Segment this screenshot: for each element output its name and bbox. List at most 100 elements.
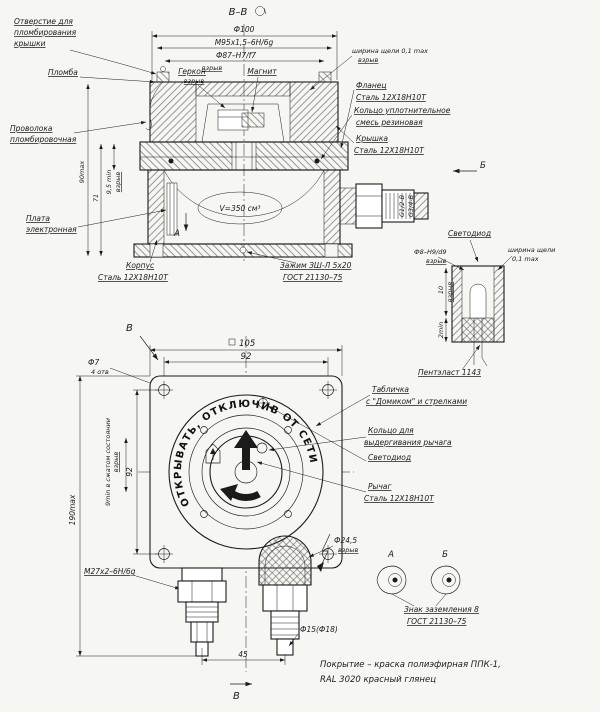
dim-95min: 9,5 min (105, 170, 113, 195)
seal-plomb (160, 66, 166, 72)
chamber-cavity (163, 169, 325, 217)
dim-g34: G3/4-B (407, 194, 415, 217)
dim-d24: Ф24,5 (334, 536, 357, 545)
coating-note-1: Покрытие – краска полиэфирная ППК-1, (320, 660, 501, 670)
callout-oring-2: смесь резиновая (356, 118, 423, 127)
seal-screw-left (156, 71, 170, 83)
sealing-wire (145, 81, 164, 130)
dim-slot2-1: ширина щели (508, 246, 555, 254)
dim-92v: 92 (125, 467, 134, 477)
dim-m27: М27х2–6Н/6g (84, 567, 136, 576)
callout-ring-2: выдергивания рычага (364, 438, 452, 447)
dim-d15: Ф15(Ф18) (300, 625, 338, 634)
lever-up-arrow (234, 430, 258, 470)
ground-sign-a (376, 565, 407, 595)
ground-clamp (239, 246, 247, 254)
dim-compressed: 9min в сжатом состоянии (104, 418, 112, 506)
dim-d7-note: 4 отв (91, 368, 109, 376)
callout-board-1: Плата (26, 214, 50, 223)
dim-d87: Ф87–Н7/f7 (216, 51, 256, 60)
dim-compressed-ex: взрыв (112, 452, 120, 473)
house-icon (205, 443, 221, 464)
view-bottom-label: В (233, 691, 240, 702)
dim-g12: G1/2-B (398, 194, 406, 217)
view-top-label: В (126, 323, 133, 334)
view-b-label: Б (480, 161, 486, 171)
dim-d8-ex: взрыв (426, 257, 447, 265)
callout-seal-hole-2: пломбирования (14, 28, 77, 37)
callouts-right: Геркон взрыв Магнит Фланец Сталь 12Х18Н1… (178, 67, 491, 282)
callout-lever-mat: Сталь 12Х18Н10Т (364, 494, 435, 503)
electronic-board (166, 182, 178, 236)
body-section: V=350 см³ А (147, 169, 341, 245)
callout-pentelast: Пентэласт 1143 (418, 368, 481, 377)
front-callouts: Табличка с "Домиком" и стрелками Кольцо … (256, 385, 467, 503)
face-plate (149, 375, 343, 569)
dim-volume: V=350 см³ (220, 204, 261, 213)
coating-note-2: RAL 3020 красный глянец (320, 675, 436, 685)
ground-sign-b (430, 565, 461, 595)
led-detail: 10 взрыв 2min Ф8–Н9/d9 взрыв ширина щели… (414, 246, 555, 377)
callout-gerkon-ex: взрыв (184, 77, 205, 85)
reed-dome (201, 103, 285, 143)
mounting-holes (155, 381, 337, 563)
section-view-b-b: В–В Ф100 М95х1,5–6Н/6g Ф87–Н7/f7 взрыв ш… (10, 6, 491, 282)
dim-71: 71 (92, 194, 100, 202)
callout-board-2: электронная (26, 225, 77, 234)
dim-slot-ex-note: взрыв (358, 56, 379, 64)
callout-led-front: Светодиод (368, 453, 411, 462)
dim-d87-ex-note: взрыв (202, 64, 223, 72)
callout-seal-hole-1: Отверстие для (14, 17, 73, 26)
callout-magnit: Магнит (247, 67, 277, 76)
dim-95min-ex-note: взрыв (114, 172, 122, 193)
callout-korpus: Корпус (126, 261, 155, 270)
dim-d100: Ф100 (234, 25, 255, 34)
dim-d24-ex: взрыв (338, 546, 359, 554)
callout-ground-1: Знак заземления 8 (404, 605, 479, 614)
dim-slot2-2: 0,1 max (512, 255, 539, 263)
callout-seal-hole-3: крышки (14, 39, 46, 48)
callout-kryshka-mat: Сталь 12Х18Н10Т (354, 146, 425, 155)
dim-105: 105 (239, 339, 255, 349)
cover-section (145, 66, 339, 143)
dim-d7: Ф7 (88, 358, 99, 367)
dim-d8: Ф8–Н9/d9 (414, 248, 446, 256)
front-left-dims: 92 9min в сжатом состоянии взрыв 190max … (68, 375, 196, 657)
view-a-small-label: А (387, 550, 394, 560)
o-ring-left (168, 158, 174, 164)
elastomer-fill (461, 317, 495, 343)
callout-led-top: Светодиод (448, 229, 491, 238)
breather: Ф24,5 взрыв Ф15(Ф18) (258, 533, 359, 656)
callout-korpus-mat: Сталь 12Х18Н10Т (98, 273, 169, 282)
lever-turn-arrow (231, 490, 261, 501)
dim-m95: М95х1,5–6Н/6g (215, 38, 274, 47)
callouts-left: Отверстие для пломбирования крышки Пломб… (10, 17, 169, 282)
breather-cap (258, 535, 312, 586)
callout-flanec-mat: Сталь 12Х18Н10Т (356, 93, 427, 102)
ground-sign-views: А Б Знак заземления 8 ГОСТ 21130–75 (376, 550, 479, 626)
dim-2min: 2min (437, 322, 445, 338)
callout-flanec: Фланец (356, 81, 386, 90)
dim-90max: 90max (78, 161, 86, 184)
cable-gland (177, 567, 227, 657)
square-symbol (228, 338, 236, 346)
callout-wire-1: Проволока (10, 124, 53, 133)
dim-45: 45 (238, 650, 248, 659)
top-dimensions: Ф100 М95х1,5–6Н/6g Ф87–Н7/f7 взрыв ширин… (151, 25, 428, 91)
dim-92h: 92 (241, 352, 252, 362)
callout-ground-2: ГОСТ 21130–75 (407, 617, 467, 626)
view-top-arrow (139, 335, 159, 361)
rotated-view-icon (255, 6, 265, 16)
callout-plate-1: Табличка (372, 385, 409, 394)
cable-entry-section: G1/2-B G3/4-B (339, 183, 429, 229)
left-dimensions: 90max 71 9,5 min взрыв (78, 84, 122, 256)
callout-oring-1: Кольцо уплотнительное (354, 106, 451, 115)
view-a-label: А (173, 229, 180, 239)
callout-lever: Рычаг (368, 482, 391, 491)
led-dome (469, 283, 487, 319)
dim-190max: 190max (68, 494, 77, 525)
callout-plate-2: с "Домиком" и стрелками (366, 397, 467, 406)
o-ring-right (314, 158, 320, 164)
